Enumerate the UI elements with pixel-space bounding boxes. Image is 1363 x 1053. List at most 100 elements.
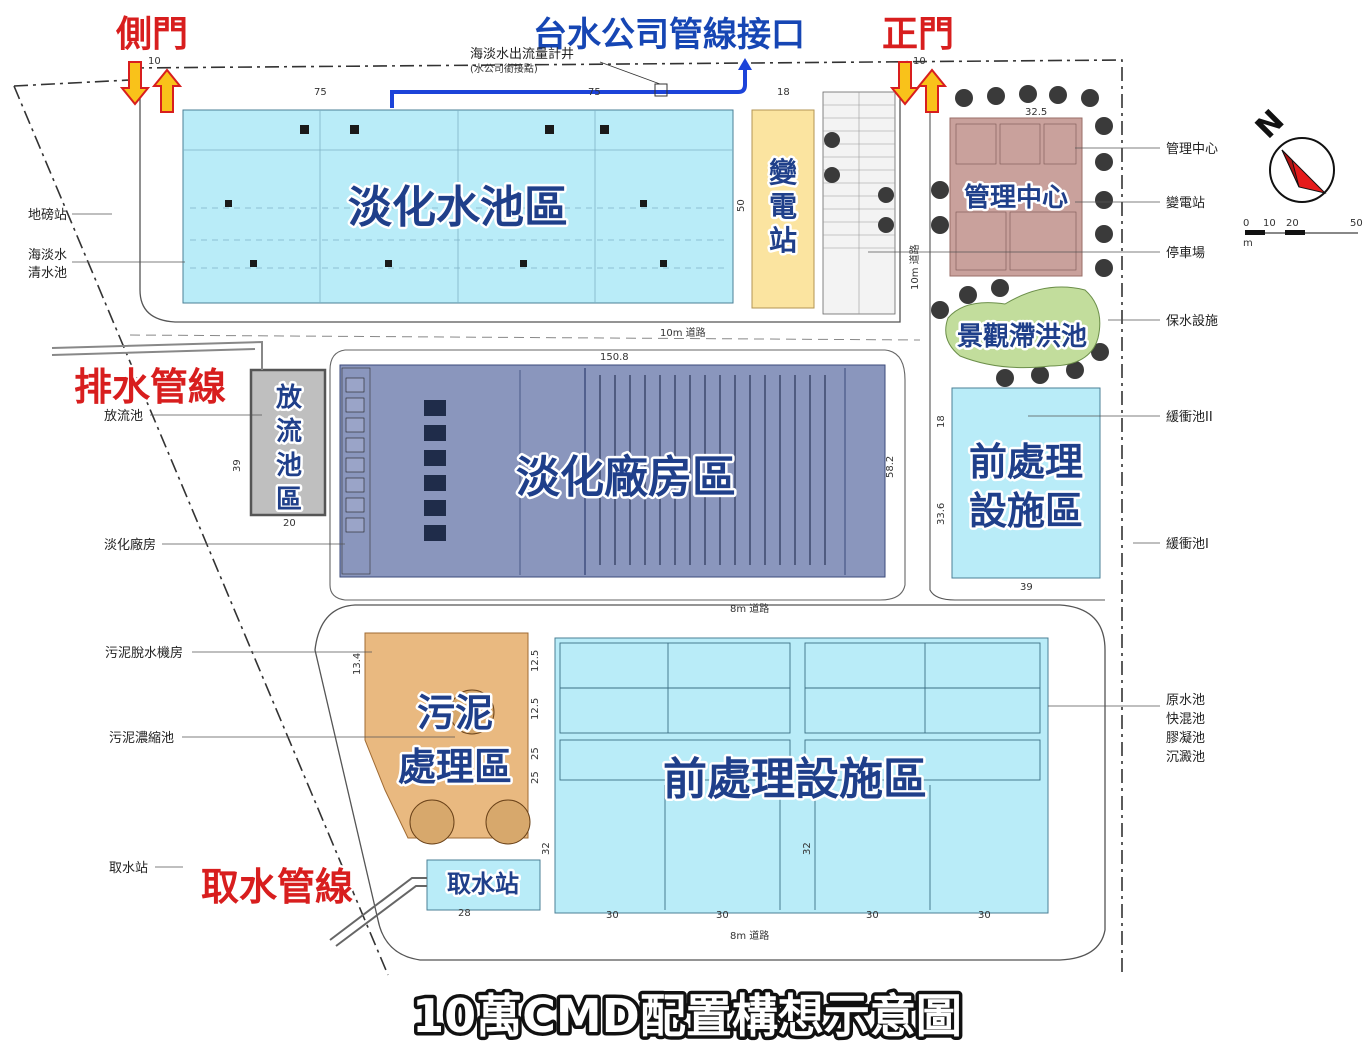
retention-pond: [945, 286, 1101, 369]
label-sed: 沉澱池: [1166, 750, 1205, 765]
road-east: [929, 100, 1105, 601]
zone-label-pretreat-east-2: 設施區: [969, 489, 1083, 533]
zone-label-intake: 取水站: [447, 870, 519, 898]
label-outfall-pool: 放流池: [104, 409, 143, 424]
zone-label-pretreat-east-1: 前處理: [969, 440, 1083, 484]
outfall-zone: [249, 368, 327, 517]
scale-10: 10: [1263, 218, 1276, 229]
label-buffer2: 緩衝池II: [1166, 410, 1213, 425]
intake-zone: [426, 859, 541, 911]
label-retention: 保水設施: [1166, 313, 1218, 329]
dim-30d: 30: [978, 910, 991, 921]
zone-label-desal-plant: 淡化廠房區: [516, 452, 736, 503]
zone-label-sludge-2: 處理區: [398, 745, 512, 789]
dim-30b: 30: [716, 910, 729, 921]
zone-label-outfall-1: 放: [275, 382, 303, 413]
road-ring-north: [139, 90, 901, 323]
scale-0: 0: [1243, 218, 1249, 229]
site-boundary: [13, 59, 1123, 976]
dim-32a: 32: [541, 842, 552, 855]
compass-north: N: [1249, 103, 1292, 146]
label-admin: 管理中心: [1166, 142, 1218, 157]
dim-12-5b: 12.5: [530, 698, 541, 720]
zone-label-landscape-pond: 景觀滯洪池: [957, 322, 1087, 352]
dim-25b: 25: [530, 771, 541, 784]
dim-30c: 30: [866, 910, 879, 921]
dim-10b: 10: [913, 56, 926, 67]
dim-10a: 10: [148, 56, 161, 67]
main-gate-label: 正門: [882, 14, 954, 55]
label-desal-plant: 淡化廠房: [104, 537, 156, 553]
meter-note-line1: 海淡水出流量計井: [470, 46, 574, 62]
desal-plant-equipment: [341, 367, 846, 575]
road-label-10m-v: 10m 道路: [908, 244, 921, 290]
buffer-zone: [951, 387, 1101, 579]
admin-rooms: [955, 123, 1077, 271]
dim-13-4: 13.4: [352, 653, 363, 675]
zone-label-outfall-4: 區: [276, 485, 302, 515]
trees: [824, 85, 1113, 387]
label-clear-pool-2: 清水池: [28, 266, 67, 281]
compass: [1245, 137, 1358, 235]
desal-pool-pumps: [225, 125, 667, 267]
dim-28: 28: [458, 908, 471, 919]
label-weighbridge: 地磅站: [28, 207, 67, 223]
leader-lines: [72, 147, 1160, 868]
dim-58-2: 58.2: [885, 456, 896, 478]
pretreat-main-zone: [554, 637, 1049, 914]
label-sludge-dewater: 污泥脫水機房: [105, 645, 183, 661]
zone-label-desal-pool: 淡化水池區: [348, 182, 568, 233]
zone-label-outfall-3: 池: [276, 451, 302, 481]
dim-25a: 25: [530, 747, 541, 760]
zone-label-substation-2: 電: [769, 190, 797, 223]
zone-label-pretreat-main: 前處理設施區: [663, 754, 927, 805]
water-company-pipe: [390, 68, 747, 108]
sludge-zone: [364, 632, 529, 839]
dim-30a: 30: [606, 910, 619, 921]
dim-150-8: 150.8: [600, 352, 629, 363]
road-label-10m: 10m 道路: [660, 326, 706, 339]
dim-39v: 39: [232, 459, 243, 472]
side-gate-arrows: [119, 61, 183, 113]
drain-pipe: [51, 340, 263, 370]
label-rapid-mix: 快混池: [1166, 712, 1205, 727]
dim-75a: 75: [314, 87, 327, 98]
label-sludge-thicken: 污泥濃縮池: [109, 730, 174, 746]
substation-zone: [751, 109, 815, 309]
meter-leader: [599, 61, 661, 85]
label-buffer1: 緩衝池I: [1166, 537, 1209, 552]
dim-33-6: 33.6: [936, 503, 947, 525]
scale-unit: m: [1243, 238, 1253, 249]
side-gate-label: 側門: [115, 14, 188, 55]
scale-50: 50: [1350, 218, 1363, 229]
membrane-racks: [599, 375, 826, 565]
intake-pipe-label: 取水管線: [201, 865, 353, 909]
pretreat-grid: [559, 642, 1041, 910]
desal-pool-grid: [183, 110, 733, 303]
intake-pipe: [329, 877, 427, 947]
dim-32b: 32: [802, 842, 813, 855]
dim-39h: 39: [1020, 582, 1033, 593]
dim-12-5a: 12.5: [530, 650, 541, 672]
label-parking: 停車場: [1166, 245, 1205, 261]
zone-label-admin: 管理中心: [964, 183, 1068, 213]
label-intake: 取水站: [109, 861, 148, 876]
label-coag: 膠凝池: [1166, 730, 1205, 746]
label-clear-pool-1: 海淡水: [28, 248, 67, 263]
label-substation: 變電站: [1166, 195, 1205, 211]
zone-label-substation-3: 站: [769, 224, 797, 257]
road-ring-mid: [129, 334, 921, 341]
meter-well: [654, 83, 668, 97]
admin-zone: [949, 117, 1083, 277]
road-ring-south: [314, 604, 1106, 961]
dim-32-5: 32.5: [1025, 107, 1047, 118]
page-title: 10萬CMD配置構想示意圖: [412, 989, 962, 1043]
road-label-8m-a: 8m 道路: [730, 602, 769, 615]
zone-label-outfall-2: 流: [276, 417, 302, 447]
zone-label-substation-1: 變: [769, 156, 798, 189]
label-raw: 原水池: [1166, 693, 1205, 708]
pipe-arrow: [738, 58, 752, 70]
dim-18b: 18: [936, 415, 947, 428]
dim-75b: 75: [588, 87, 601, 98]
